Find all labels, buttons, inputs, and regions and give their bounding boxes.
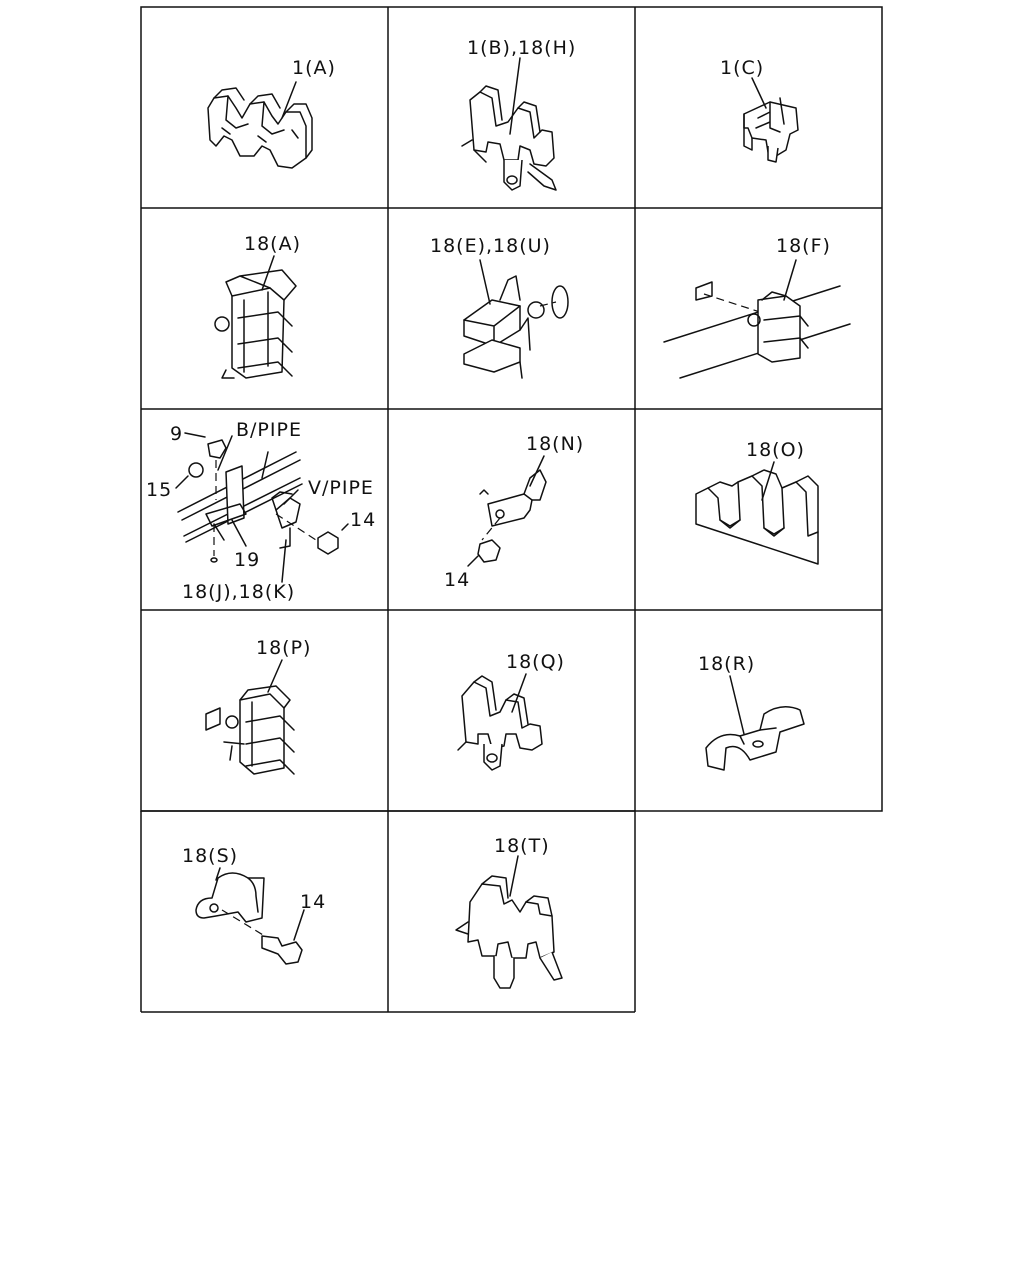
label-18q: 18(Q) [506, 651, 565, 673]
label-1b-18h: 1(B),18(H) [467, 37, 576, 59]
label-18p: 18(P) [256, 637, 311, 659]
label-18s: 18(S) [182, 845, 238, 867]
cell-14: 18(T) [455, 835, 563, 989]
cell-9: 18(O) [695, 439, 819, 565]
label-18a: 18(A) [244, 233, 301, 255]
cell-12: 18(R) [698, 653, 805, 771]
label-15: 15 [146, 479, 172, 501]
cell-1: 1(A) [207, 57, 336, 169]
clip-18q-drawing [457, 675, 543, 771]
clip-1a-drawing [207, 87, 313, 169]
clip-18n-drawing [477, 469, 547, 563]
cell-13: 18(S) 14 [182, 845, 326, 965]
label-18o: 18(O) [746, 439, 805, 461]
label-9: 9 [170, 423, 183, 445]
clip-18a-drawing [214, 269, 297, 379]
clip-18r-drawing [705, 706, 805, 771]
label-18t: 18(T) [494, 835, 550, 857]
clip-18f-drawing [663, 281, 851, 379]
cell-5: 18(E),18(U) [430, 235, 569, 379]
clip-18p-drawing [205, 685, 295, 775]
cell-8: 18(N) 14 [444, 433, 584, 591]
clip-1b-18h-drawing [461, 85, 557, 191]
label-1a: 1(A) [292, 57, 336, 79]
label-18j-18k: 18(J),18(K) [182, 581, 295, 603]
clip-1c-drawing [743, 97, 799, 163]
cell-2: 1(B),18(H) [461, 37, 576, 191]
label-18r: 18(R) [698, 653, 755, 675]
clip-18t-drawing [455, 875, 563, 989]
cell-4: 18(A) [214, 233, 301, 379]
clip-18o-drawing [695, 469, 819, 565]
assembly-18j-18k-drawing [177, 439, 339, 563]
label-18n: 18(N) [526, 433, 584, 455]
label-b-pipe: B/PIPE [236, 419, 302, 441]
label-v-pipe: V/PIPE [308, 477, 374, 499]
clip-18e-18u-drawing [463, 275, 569, 379]
cell-6: 18(F) [663, 235, 851, 379]
label-18e-18u: 18(E),18(U) [430, 235, 551, 257]
label-14-s: 14 [300, 891, 326, 913]
label-1c: 1(C) [720, 57, 764, 79]
clip-18s-drawing [195, 872, 303, 965]
cell-11: 18(Q) [457, 651, 565, 771]
cell-grid [140, 6, 883, 1013]
label-14-n: 14 [444, 569, 470, 591]
cell-10: 18(P) [205, 637, 311, 775]
label-19: 19 [234, 549, 260, 571]
label-14: 14 [350, 509, 376, 531]
cell-7: 9 B/PIPE 15 V/PIPE 14 19 18(J),18(K) [146, 419, 376, 603]
cell-3: 1(C) [720, 57, 799, 163]
label-18f: 18(F) [776, 235, 831, 257]
